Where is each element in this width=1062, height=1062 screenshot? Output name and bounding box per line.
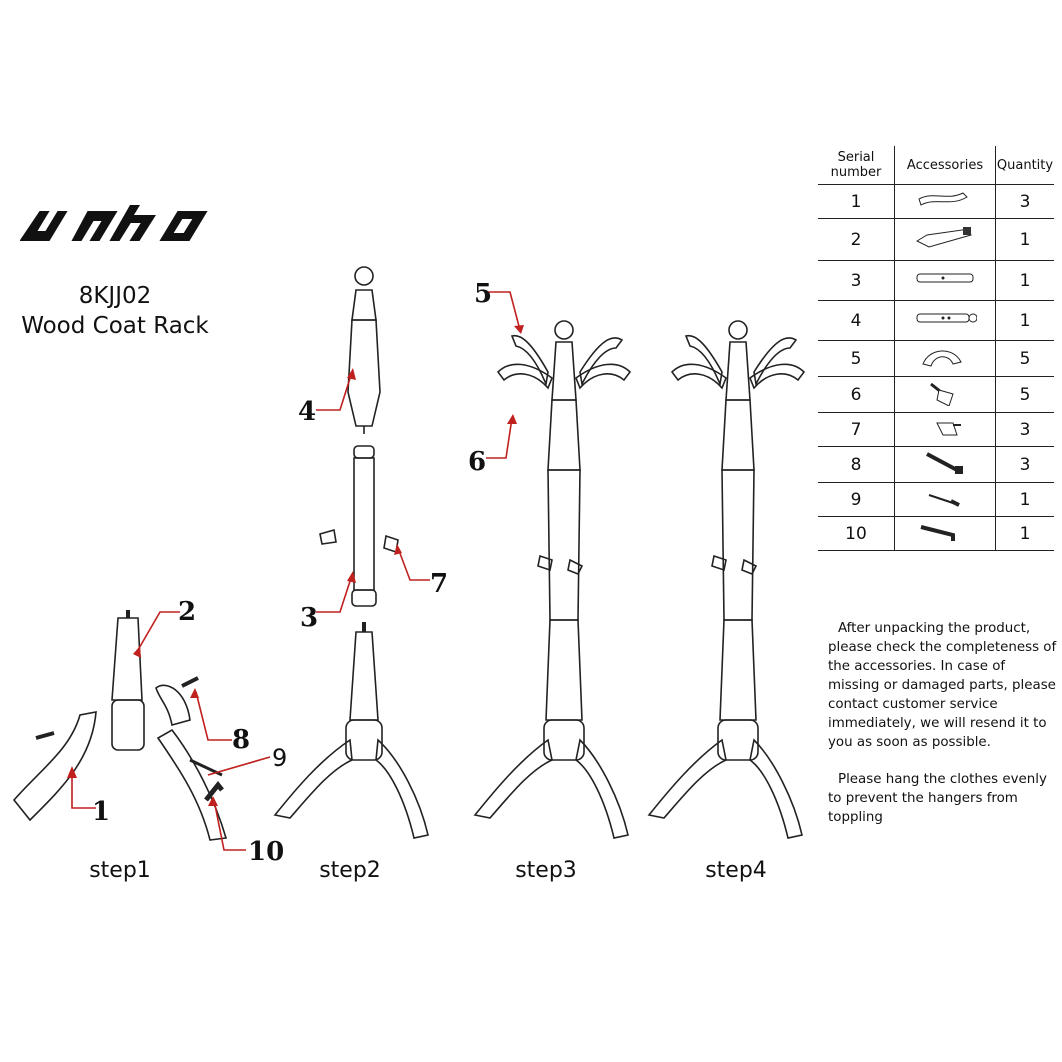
small-peg-hook-icon xyxy=(936,422,961,436)
step-label-4: step4 xyxy=(705,858,767,883)
quantity-cell: 5 xyxy=(995,376,1054,413)
quantity-cell: 1 xyxy=(995,260,1054,301)
base-pole-part xyxy=(111,617,143,701)
accessory-cell xyxy=(894,516,996,551)
accessory-cell xyxy=(894,340,996,377)
step3-parts xyxy=(473,320,632,839)
accessory-cell xyxy=(894,482,996,517)
step-label-1: step1 xyxy=(89,858,151,883)
leg-part-1 xyxy=(12,711,97,822)
quantity-cell: 1 xyxy=(995,218,1054,261)
serial-cell: 5 xyxy=(818,340,895,377)
callout-7: 7 xyxy=(430,569,448,599)
header-quantity: Quantity xyxy=(995,146,1054,185)
large-peg-hook-icon xyxy=(930,382,954,407)
quantity-cell: 3 xyxy=(995,412,1054,447)
unpacking-note-text: After unpacking the product, please chec… xyxy=(828,621,1057,750)
unpacking-note: After unpacking the product, please chec… xyxy=(828,619,1060,752)
serial-cell: 10 xyxy=(818,516,895,551)
arc-hook-icon xyxy=(922,350,962,367)
callout-8: 8 xyxy=(232,725,250,755)
step4-parts xyxy=(647,320,806,839)
callout-5: 5 xyxy=(474,279,492,309)
callout-9: 9 xyxy=(272,744,287,772)
quantity-cell: 3 xyxy=(995,184,1054,219)
base-pole-icon xyxy=(915,227,972,248)
serial-cell: 4 xyxy=(818,300,895,341)
brand-logo: unho xyxy=(20,205,208,241)
serial-cell: 3 xyxy=(818,260,895,301)
product-name: Wood Coat Rack xyxy=(21,313,209,339)
top-pole-icon xyxy=(916,313,978,323)
serial-cell: 1 xyxy=(818,184,895,219)
serial-cell: 2 xyxy=(818,218,895,261)
serial-cell: 7 xyxy=(818,412,895,447)
hanging-note-text: Please hang the clothes evenly to preven… xyxy=(828,772,1047,825)
accessory-cell xyxy=(894,376,996,413)
serial-cell: 8 xyxy=(818,446,895,483)
quantity-cell: 1 xyxy=(995,482,1054,517)
step-label-2: step2 xyxy=(319,858,381,883)
model-number: 8KJJ02 xyxy=(78,283,152,309)
screw-bolt-icon xyxy=(926,452,963,474)
step2-parts xyxy=(273,266,429,839)
accessory-cell xyxy=(894,300,996,341)
leg-part-2 xyxy=(156,728,228,841)
serial-cell: 9 xyxy=(818,482,895,517)
middle-pole-icon xyxy=(916,273,974,283)
callout-arrows xyxy=(71,291,521,851)
accessory-cell xyxy=(894,412,996,447)
accessory-cell xyxy=(894,184,996,219)
curved-leg-icon xyxy=(918,192,968,206)
serial-cell: 6 xyxy=(818,376,895,413)
header-serial: Serial number xyxy=(818,146,895,185)
callout-4: 4 xyxy=(298,397,316,427)
allen-key-icon xyxy=(920,525,955,541)
hanging-note: Please hang the clothes evenly to preven… xyxy=(828,770,1060,827)
callout-3: 3 xyxy=(300,603,318,633)
accessory-cell xyxy=(894,218,996,261)
accessory-cell xyxy=(894,260,996,301)
dowel-pin-icon xyxy=(928,494,960,507)
callout-1: 1 xyxy=(92,797,110,827)
step1-parts xyxy=(12,610,228,841)
callout-10: 10 xyxy=(248,837,284,867)
callout-2: 2 xyxy=(178,597,196,627)
table-header-row: Serial number Accessories Quantity xyxy=(818,146,1054,185)
quantity-cell: 5 xyxy=(995,340,1054,377)
step-label-3: step3 xyxy=(515,858,577,883)
callout-6: 6 xyxy=(468,447,486,477)
quantity-cell: 1 xyxy=(995,300,1054,341)
quantity-cell: 1 xyxy=(995,516,1054,551)
accessory-cell xyxy=(894,446,996,483)
table-row: 10 1 xyxy=(818,516,1054,551)
quantity-cell: 3 xyxy=(995,446,1054,483)
header-accessories: Accessories xyxy=(894,146,996,185)
